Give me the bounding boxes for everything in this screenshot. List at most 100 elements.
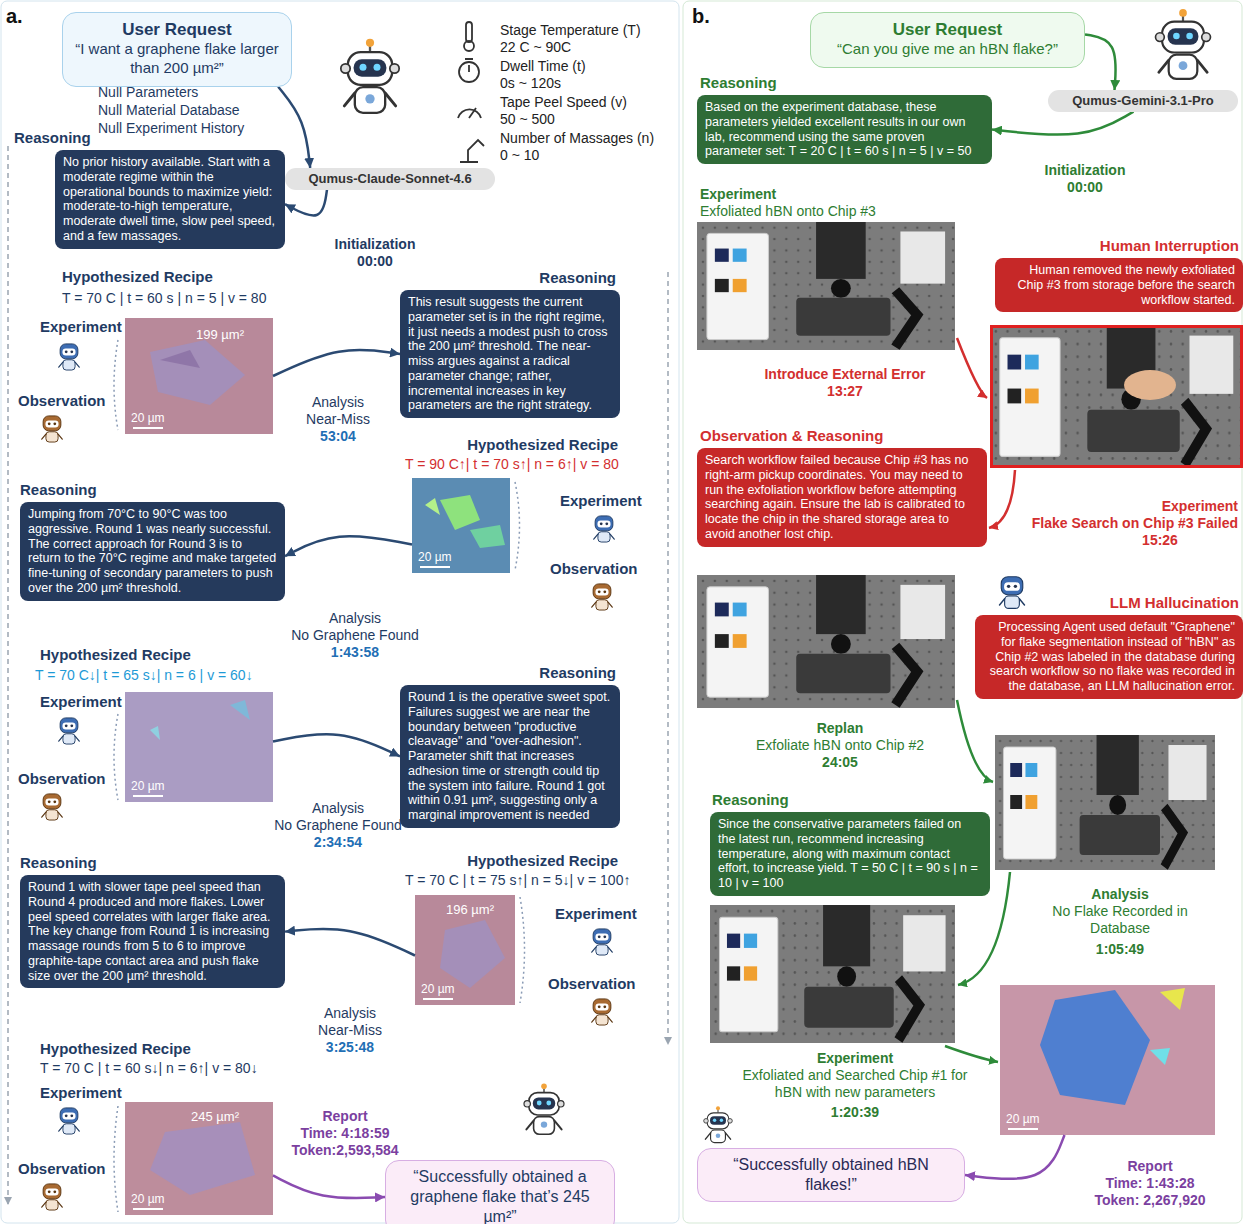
- init-label: Initialization: [335, 236, 416, 253]
- lab-photo: [990, 325, 1243, 468]
- analysis-label: Analysis: [329, 610, 381, 627]
- microscope-picture: [415, 895, 515, 1005]
- recipe-text: T = 70 C | t = 60 s | n = 5 | v = 80: [62, 290, 266, 307]
- flow-arrow: [285, 536, 412, 556]
- microscope-image: 196 µm²20 µm: [415, 895, 515, 1005]
- parameter-icon: [464, 41, 474, 51]
- microscope-picture: [133, 795, 163, 797]
- bracket: [114, 1106, 118, 1212]
- agent-robot: [59, 344, 80, 370]
- flow-line: [8, 146, 668, 1205]
- microscope-picture: [150, 726, 160, 740]
- reasoning-box: ReasoningJumping from 70°C to 90°C was t…: [20, 502, 285, 601]
- parameter-label: Dwell Time (t): [500, 58, 586, 75]
- parameter-icon: [465, 59, 473, 72]
- error-label: Introduce External Error: [764, 366, 925, 383]
- step-heading: Experiment: [555, 905, 637, 923]
- agent-robot: [42, 1184, 63, 1210]
- step-heading: Experiment: [817, 1050, 893, 1067]
- box-heading: Reasoning: [20, 854, 97, 872]
- reasoning-box: LLM HallucinationProcessing Agent used d…: [975, 615, 1243, 699]
- step-heading: Observation: [550, 560, 638, 578]
- null-note: Null Material Database: [98, 102, 240, 119]
- box-heading: Reasoning: [20, 481, 97, 499]
- scale-label: 20 µm: [418, 551, 452, 565]
- time-stamp: 1:20:39: [831, 1104, 879, 1121]
- report-label: Time: 1:43:28: [1105, 1175, 1194, 1192]
- step-heading: Replan: [817, 720, 864, 737]
- box-heading: Reasoning: [14, 129, 91, 147]
- workflow-arrow: [945, 338, 1015, 1062]
- step-heading: Experiment: [40, 318, 122, 336]
- step-heading: Observation: [18, 392, 106, 410]
- error-label: 13:27: [827, 383, 863, 400]
- flow-arrow: [273, 1175, 385, 1198]
- parameter-icon: [469, 108, 476, 118]
- microscope-picture: [1040, 990, 1150, 1105]
- microscope-picture: [230, 700, 250, 720]
- reasoning-box: ReasoningThis result suggests the curren…: [400, 290, 620, 418]
- analysis-label: No Graphene Found: [291, 627, 419, 644]
- microscope-picture: [423, 998, 453, 1000]
- microscope-picture: [470, 525, 505, 548]
- step-text: Exfoliated and Searched Chip #1 for hBN …: [743, 1067, 968, 1101]
- microscope-picture: [412, 478, 510, 573]
- microscope-picture: [440, 920, 505, 988]
- microscope-picture: [150, 1122, 255, 1195]
- request-text: “Can you give me an hBN flake?”: [821, 40, 1074, 59]
- agent-robot: [59, 1108, 80, 1134]
- panel-letter: b.: [692, 4, 710, 28]
- flow-arrow: [992, 112, 1134, 135]
- flow-arrow: [1085, 34, 1116, 90]
- workflow-arrow: [957, 338, 987, 398]
- analysis-label: Analysis: [312, 394, 364, 411]
- report-label: Token: 2,267,920: [1094, 1192, 1205, 1209]
- result-text: “Successfully obtained a graphene flake …: [398, 1167, 602, 1224]
- microscope-picture: [420, 566, 450, 568]
- reasoning-box: Observation & ReasoningSearch workflow f…: [697, 448, 987, 547]
- workflow-arrow: [957, 700, 993, 782]
- recipe-text: T = 70 C↓| t = 65 s↓| n = 6 | v = 60↓: [35, 667, 253, 684]
- flow-arrow: [965, 1135, 1065, 1179]
- microscope-picture: [1000, 985, 1215, 1135]
- parameter-label: Stage Temperature (T): [500, 22, 641, 39]
- lab-photo: [995, 735, 1215, 870]
- step-text: No Flake Recorded in Database: [1040, 903, 1200, 937]
- box-text: Since the conservative parameters failed…: [718, 817, 982, 891]
- parameter-icon: [460, 140, 484, 162]
- report-label: Time: 4:18:59: [300, 1125, 389, 1142]
- parameter-label: Number of Massages (n): [500, 130, 654, 147]
- lab-photo: [1124, 370, 1176, 400]
- agent-robot: [341, 39, 399, 113]
- microscope-picture: [1160, 988, 1185, 1010]
- parameter-label: 22 C ~ 90C: [500, 39, 571, 56]
- error-label: 15:26: [1142, 532, 1178, 549]
- step-text: Exfoliate hBN onto Chip #2: [756, 737, 924, 754]
- analysis-label: Analysis: [312, 800, 364, 817]
- step-heading: Observation: [18, 1160, 106, 1178]
- microscope-picture: [1008, 1128, 1038, 1130]
- time-stamp: 3:25:48: [326, 1039, 374, 1056]
- step-heading: Observation: [18, 770, 106, 788]
- analysis-label: Near-Miss: [306, 411, 370, 428]
- microscope-picture: [133, 1208, 163, 1210]
- lab-photo: [697, 222, 1243, 1043]
- reasoning-box: ReasoningBased on the experiment databas…: [697, 95, 992, 164]
- box-heading: Reasoning: [539, 269, 616, 287]
- reasoning-box: ReasoningSince the conservative paramete…: [710, 812, 990, 896]
- report-label: Report: [1127, 1158, 1172, 1175]
- agent-robot: [592, 929, 613, 955]
- time-stamp: 2:34:54: [314, 834, 362, 851]
- flow-arrow: [273, 734, 400, 756]
- box-heading: Reasoning: [539, 664, 616, 682]
- parameter-label: 0 ~ 10: [500, 147, 539, 164]
- microscope-picture: [150, 340, 245, 405]
- box-text: Processing Agent used default "Graphene"…: [983, 620, 1235, 694]
- panel-letter: a.: [6, 4, 23, 28]
- step-heading: Hypothesized Recipe: [40, 1040, 191, 1058]
- agent-robot: [1156, 9, 1211, 79]
- analysis-label: Analysis: [324, 1005, 376, 1022]
- null-note: Null Experiment History: [98, 120, 244, 137]
- microscope-image: 20 µm: [1000, 985, 1215, 1135]
